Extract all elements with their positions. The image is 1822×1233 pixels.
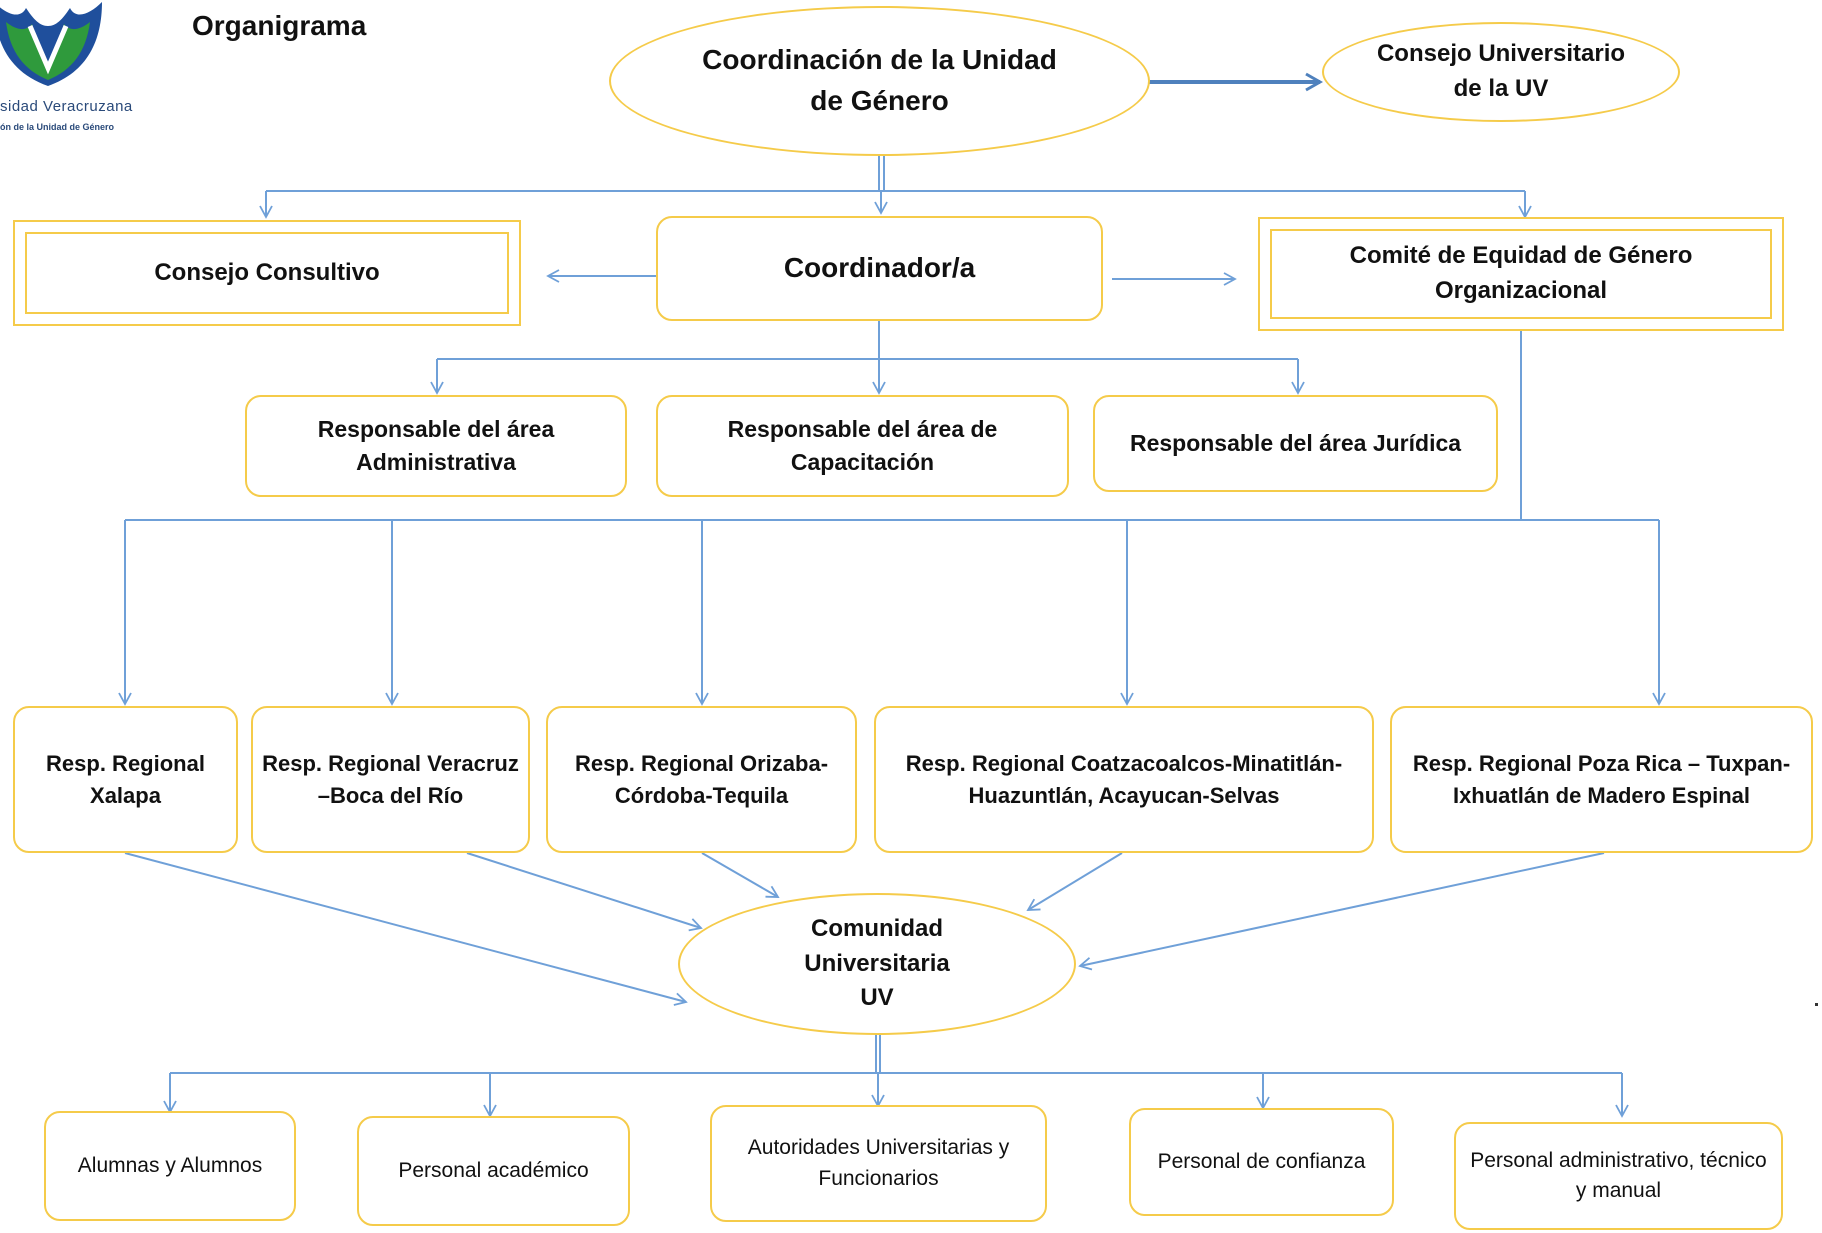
node-reg-orizaba: Resp. Regional Orizaba- Córdoba-Tequila [546,706,857,853]
node-reg-xalapa-label: Resp. Regional Xalapa [46,750,205,808]
node-coordinador-label: Coordinador/a [783,252,976,284]
node-coordinador: Coordinador/a [656,216,1103,321]
node-autoridades-label: Autoridades Universitarias y Funcionario… [747,1136,1010,1190]
node-resp-juridica-label: Responsable del área Jurídica [1129,429,1462,456]
node-consejo-consultivo-label: Consejo Consultivo [154,258,380,286]
node-reg-pozarica: Resp. Regional Poza Rica – Tuxpan- Ixhua… [1390,706,1813,853]
node-resp-administrativa-label: Responsable del área Administrativa [317,415,555,475]
node-resp-juridica: Responsable del área Jurídica [1093,395,1498,492]
node-coordinacion-label: Coordinación de la Unidad de Género [702,44,1057,116]
page-title: Organigrama [192,10,367,41]
node-reg-xalapa: Resp. Regional Xalapa [13,706,238,853]
logo-university-name: sidad Veracruzana [0,98,133,115]
university-logo-icon [0,2,102,86]
node-administrativo: Personal administrativo, técnico y manua… [1454,1122,1783,1230]
node-consejo-universitario-label: Consejo Universitario de la UV [1376,40,1626,102]
node-consejo-consultivo: Consejo Consultivo [13,220,521,326]
node-reg-pozarica-label: Resp. Regional Poza Rica – Tuxpan- Ixhua… [1412,750,1791,808]
node-resp-capacitacion: Responsable del área de Capacitación [656,395,1069,497]
node-reg-veracruz: Resp. Regional Veracruz –Boca del Río [251,706,530,853]
node-reg-coatzacoalcos: Resp. Regional Coatzacoalcos-Minatitlán-… [874,706,1374,853]
node-administrativo-label: Personal administrativo, técnico y manua… [1470,1148,1767,1202]
logo-unit-name: ón de la Unidad de Género [0,122,115,132]
node-resp-capacitacion-label: Responsable del área de Capacitación [727,415,998,475]
node-comite: Comité de Equidad de Género Organizacion… [1258,217,1784,331]
node-confianza-label: Personal de confianza [1157,1149,1366,1173]
node-comunidad: Comunidad Universitaria UV [678,893,1076,1035]
node-comite-label: Comité de Equidad de Género Organizacion… [1349,242,1693,304]
node-reg-veracruz-label: Resp. Regional Veracruz –Boca del Río [262,750,519,808]
node-academico: Personal académico [357,1116,630,1226]
node-alumnos-label: Alumnas y Alumnos [77,1153,263,1177]
node-autoridades: Autoridades Universitarias y Funcionario… [710,1105,1047,1222]
stray-dot [1815,1003,1818,1006]
node-comunidad-label: Comunidad Universitaria UV [804,914,950,1012]
node-reg-orizaba-label: Resp. Regional Orizaba- Córdoba-Tequila [574,750,829,808]
node-confianza: Personal de confianza [1129,1108,1394,1216]
node-alumnos: Alumnas y Alumnos [44,1111,296,1221]
node-coordinacion: Coordinación de la Unidad de Género [609,6,1150,156]
node-reg-coatzacoalcos-label: Resp. Regional Coatzacoalcos-Minatitlán-… [905,750,1343,808]
node-resp-administrativa: Responsable del área Administrativa [245,395,627,497]
node-academico-label: Personal académico [398,1158,589,1182]
node-consejo-universitario: Consejo Universitario de la UV [1322,22,1680,122]
